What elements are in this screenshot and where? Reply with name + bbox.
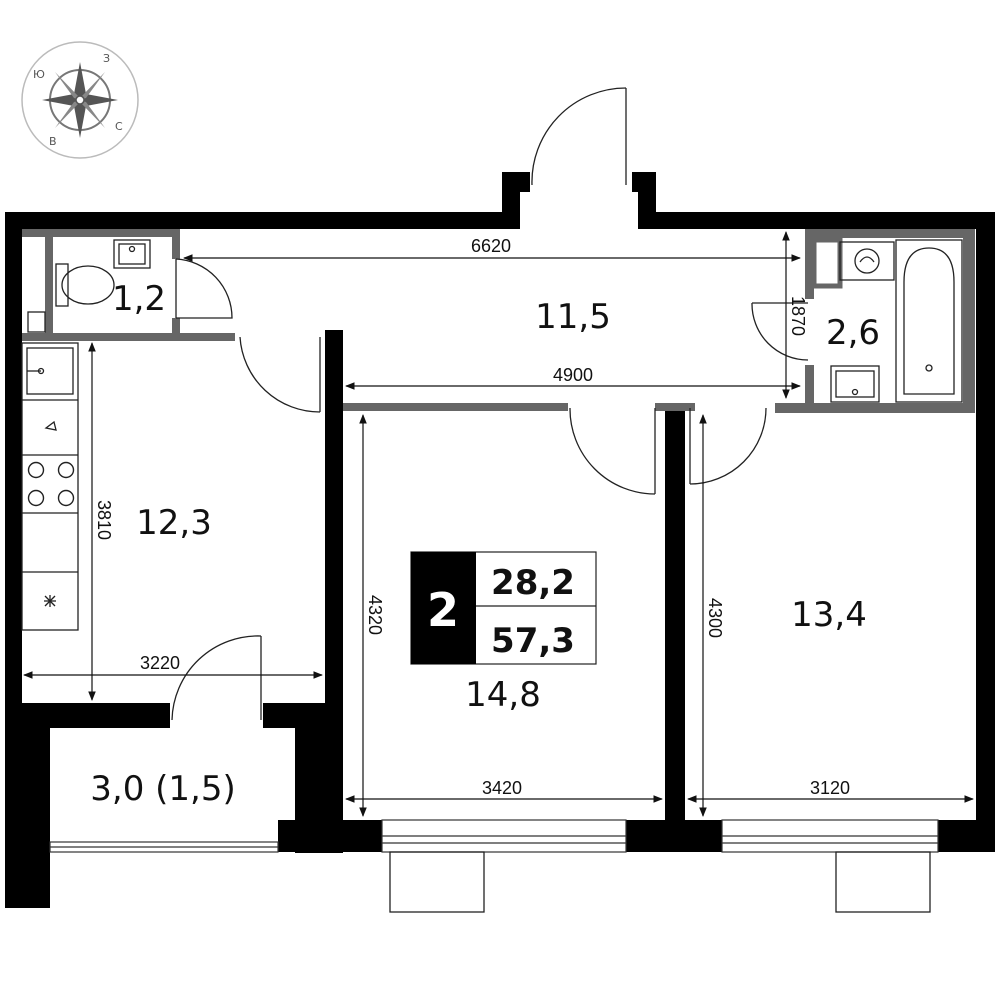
room-area-kitchen: 12,3 [136, 503, 212, 543]
room-area-living: 13,4 [791, 595, 867, 635]
dim-bath-depth: 1870 [788, 296, 808, 336]
bedroom-door[interactable] [569, 407, 656, 495]
bathtub-icon [895, 239, 963, 403]
window-living [721, 819, 939, 853]
bathroom-door[interactable] [751, 302, 809, 361]
summary-badge: 2 28,2 57,3 [410, 551, 597, 665]
dim-bedroom-width: 3420 [482, 778, 522, 798]
wc-door[interactable] [175, 258, 233, 319]
dim-hall-length: 6620 [471, 236, 511, 256]
rooms-count: 2 [427, 583, 459, 637]
entrance-door[interactable] [531, 87, 627, 186]
toilet-icon [55, 263, 115, 307]
kitchen-sink-icon [26, 347, 74, 395]
ac-unit-bedroom [389, 851, 485, 913]
living-door[interactable] [689, 407, 767, 485]
wc-sink-icon [113, 239, 151, 269]
dishwasher-icon [44, 420, 57, 431]
balcony-door[interactable] [171, 635, 262, 721]
compass-letter-west: З [103, 52, 110, 65]
compass-letter-east: В [49, 135, 57, 148]
kitchen-counter [21, 342, 79, 631]
compass-rose-icon: Ю З С В [21, 41, 139, 159]
bath-sink-icon [830, 365, 880, 403]
ac-unit-living [835, 851, 931, 913]
dim-bedroom-depth: 4320 [365, 595, 385, 635]
partitions [22, 229, 975, 413]
room-area-bedroom: 14,8 [465, 675, 541, 715]
living-area: 28,2 [491, 563, 575, 603]
washing-machine-icon [839, 241, 895, 281]
dim-living-width: 3120 [810, 778, 850, 798]
riser-icon [27, 311, 46, 333]
compass-letter-north: С [115, 120, 123, 133]
window-bedroom [381, 819, 627, 853]
room-area-hall: 11,5 [535, 297, 611, 337]
compass-letter-south: Ю [33, 68, 45, 81]
dim-kitchen-width: 3220 [140, 653, 180, 673]
window-balcony [49, 841, 279, 853]
room-area-wc: 1,2 [112, 279, 166, 319]
kitchen-door[interactable] [239, 336, 321, 413]
fridge-icon [44, 595, 56, 607]
exterior-walls [5, 172, 995, 908]
stove-icon [27, 461, 75, 507]
total-area: 57,3 [491, 621, 575, 661]
dim-hall-width: 4900 [553, 365, 593, 385]
room-area-balcony: 3,0 (1,5) [90, 769, 235, 809]
dim-kitchen-depth: 3810 [94, 500, 114, 540]
dim-living-depth: 4300 [705, 598, 725, 638]
room-area-bathroom: 2,6 [826, 313, 880, 353]
